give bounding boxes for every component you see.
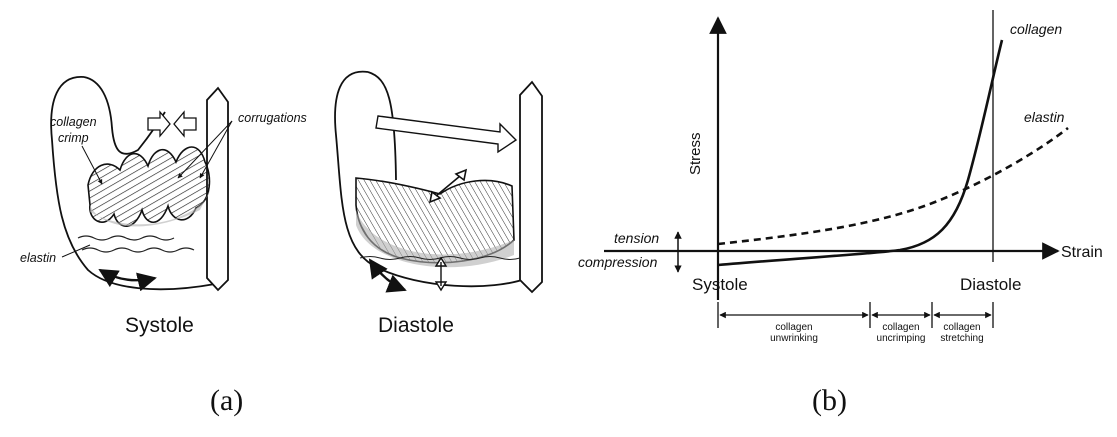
x-axis-label: Strain (1061, 244, 1103, 261)
diastole-sinus-wall (520, 82, 542, 292)
systole-elastin-waves (78, 236, 194, 252)
caption-b: (b) (812, 384, 847, 417)
systole-title: Systole (125, 314, 194, 337)
diastole-motion-arrow (370, 260, 405, 290)
stress-strain-chart: Stress Strain tension compression collag… (578, 10, 1103, 344)
phase-1-line1: collagen (775, 322, 812, 333)
systole-motion-arrow (100, 270, 155, 280)
diastole-vertical-arrow (436, 258, 446, 290)
tension-label: tension (614, 230, 659, 246)
phase-1-line2: unwrinking (770, 333, 818, 344)
phase-3-line2: stretching (940, 333, 983, 344)
elastin-pointer (62, 245, 90, 257)
caption-a: (a) (210, 384, 243, 417)
diastole-marker-label: Diastole (960, 275, 1021, 294)
phase-2-line1: collagen (882, 322, 919, 333)
collagen-crimp-label-1: collagen (50, 115, 97, 129)
diastole-stretch-arrow (376, 116, 516, 152)
elastin-curve-label: elastin (1024, 109, 1065, 125)
collagen-curve-label: collagen (1010, 21, 1062, 37)
systole-sinus-wall (207, 88, 228, 290)
systole-illustration: collagen crimp corrugations elastin Syst… (20, 77, 307, 337)
diastole-illustration: Diastole (335, 72, 542, 337)
phase-3-line1: collagen (943, 322, 980, 333)
y-axis-label: Stress (687, 132, 704, 175)
compression-label: compression (578, 254, 658, 270)
phase-2-line2: uncrimping (877, 333, 926, 344)
systole-leaflet (88, 147, 209, 226)
corrugations-label: corrugations (238, 111, 307, 125)
systole-compression-arrows (148, 112, 196, 136)
systole-marker-label: Systole (692, 275, 748, 294)
collagen-curve (718, 40, 1002, 265)
elastin-curve (718, 128, 1068, 244)
elastin-label: elastin (20, 251, 56, 265)
collagen-crimp-label-2: crimp (58, 131, 89, 145)
diastole-title: Diastole (378, 314, 454, 337)
